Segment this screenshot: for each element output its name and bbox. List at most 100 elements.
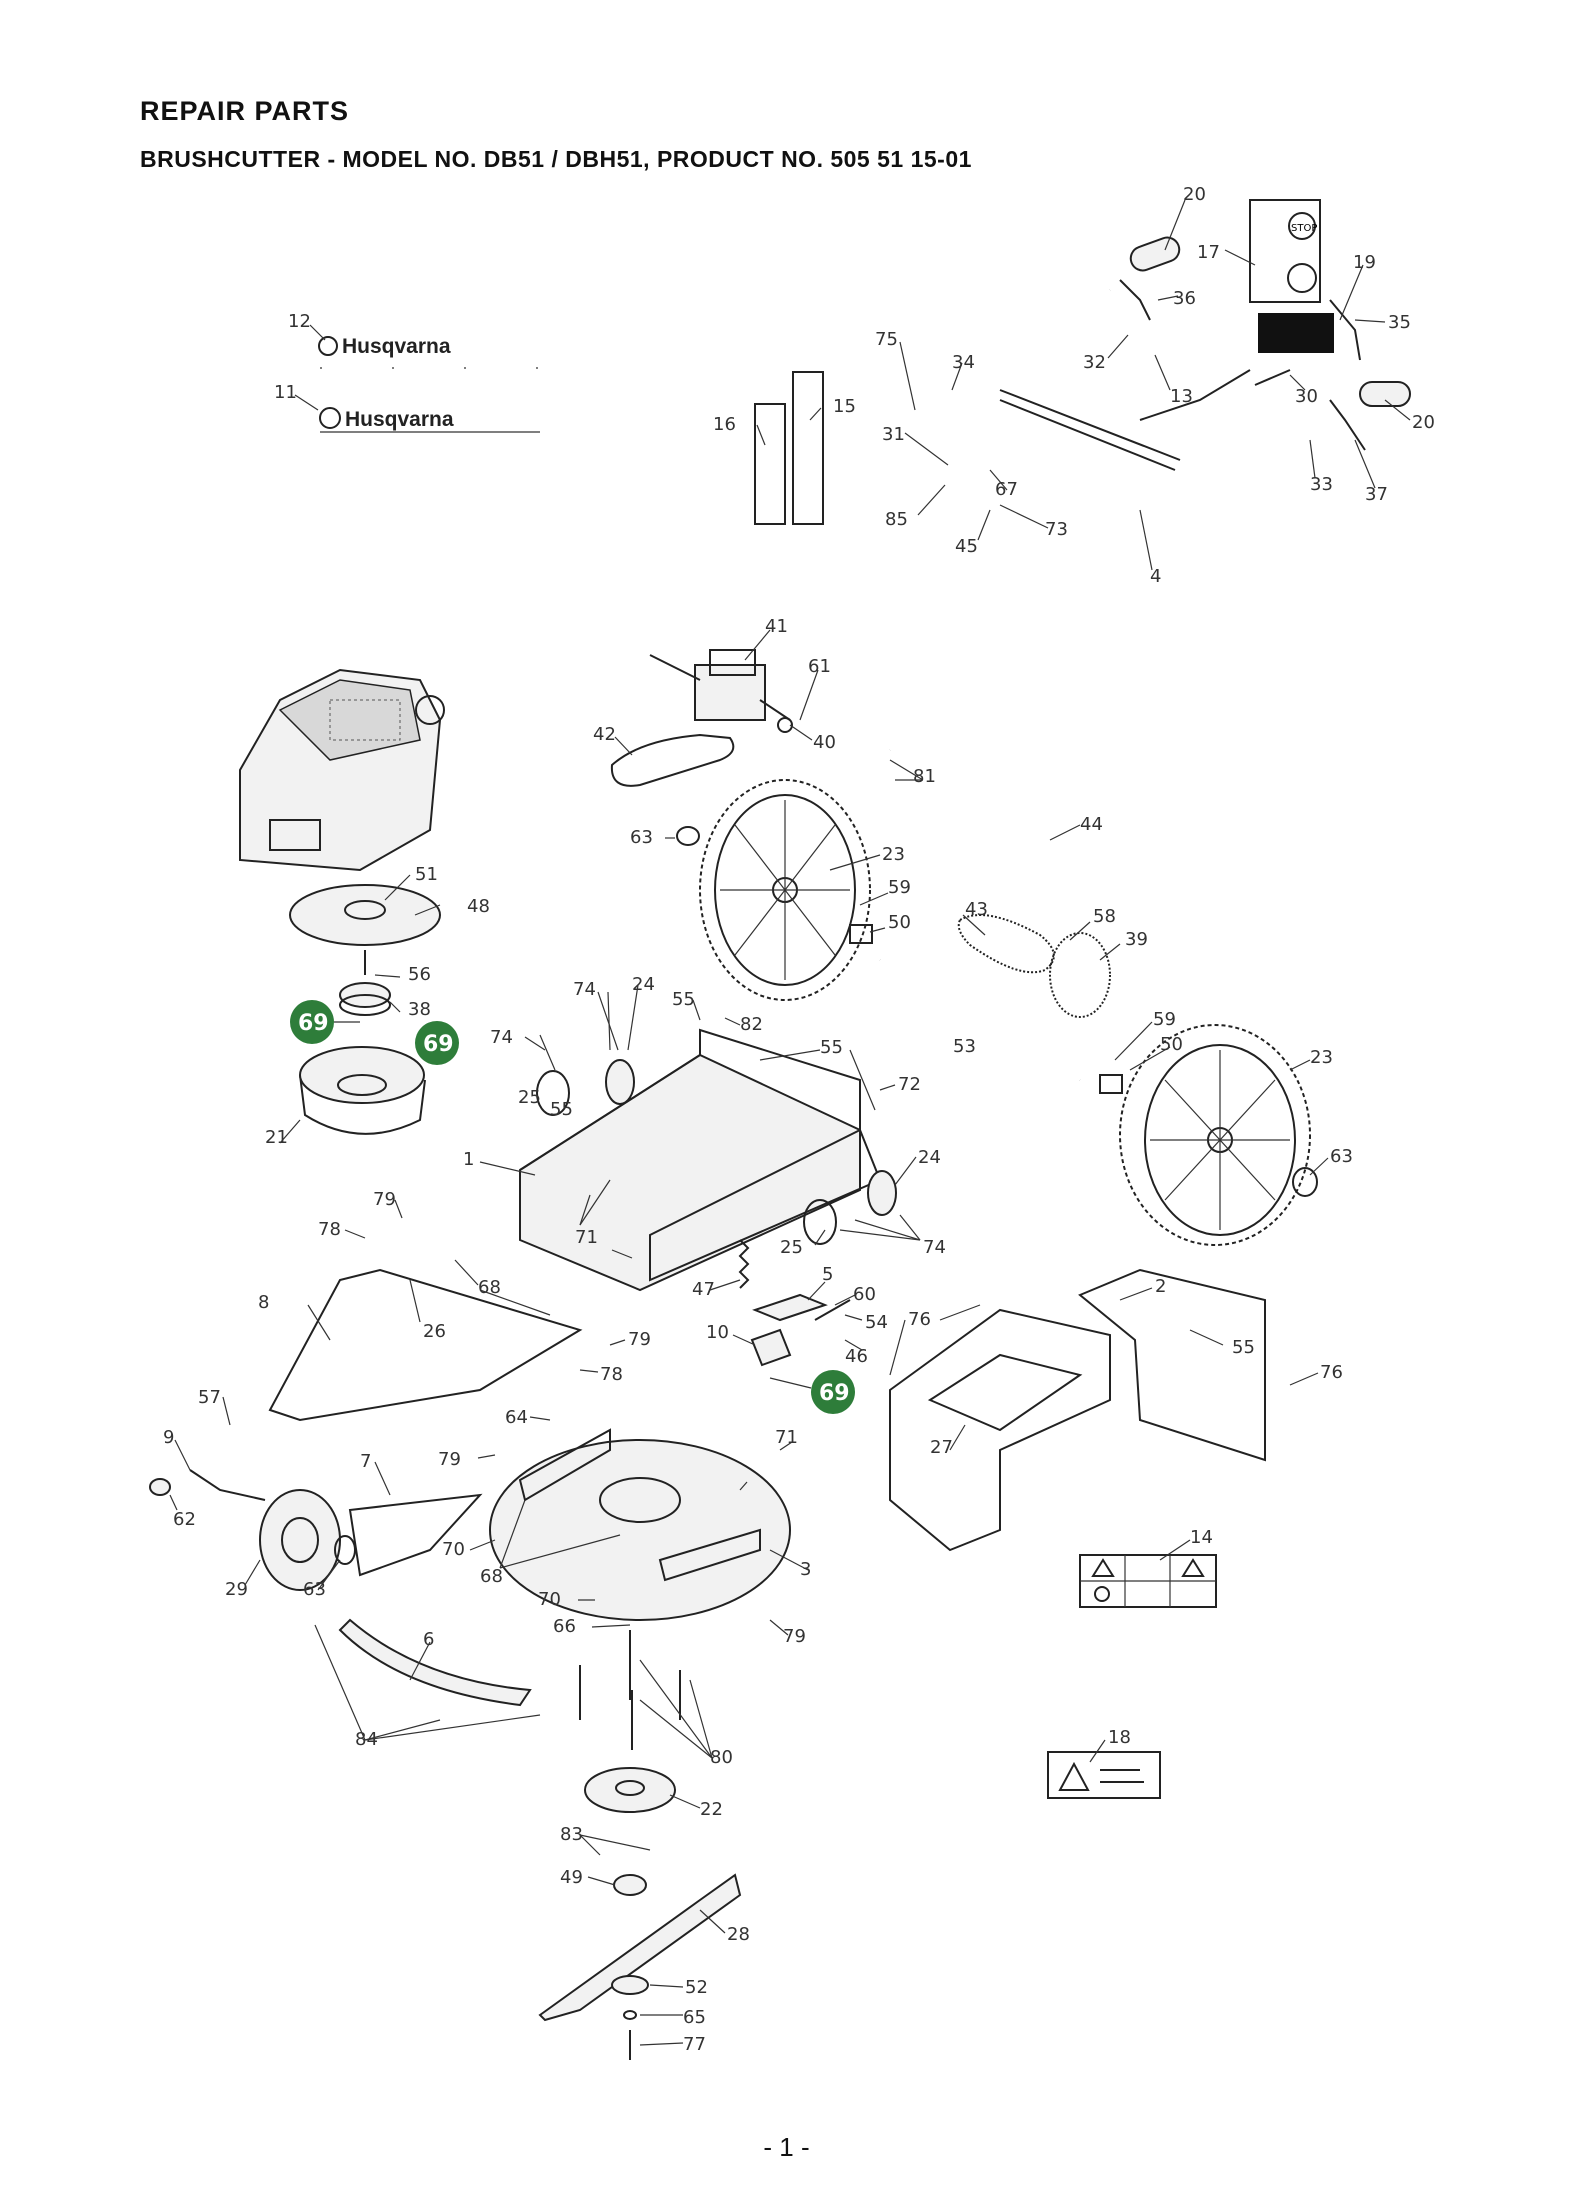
label-33: 33 <box>1310 474 1333 495</box>
label-50: 50 <box>1160 1034 1183 1055</box>
label-12: 12 <box>288 311 311 332</box>
label-79-mid: 79 <box>628 1329 651 1350</box>
engine <box>239 668 445 872</box>
label-20: 20 <box>1183 184 1206 205</box>
label-42: 42 <box>593 724 616 745</box>
label-23-right: 23 <box>1310 1047 1333 1068</box>
page-title: REPAIR PARTS <box>140 96 350 126</box>
label-61: 61 <box>808 656 831 677</box>
label-55-top: 55 <box>672 989 695 1010</box>
label-55-mid: 55 <box>820 1037 843 1058</box>
page-number: - 1 - <box>763 2132 810 2162</box>
label-51: 51 <box>415 864 438 885</box>
highlight-badge-69-left[interactable]: 69 <box>290 1000 360 1044</box>
rear-wheel-23-left <box>699 779 871 1001</box>
safety-decal-14 <box>1079 1554 1217 1608</box>
label-24-right: 24 <box>918 1147 941 1168</box>
label-68-top: 68 <box>478 1277 501 1298</box>
label-3: 3 <box>800 1559 811 1580</box>
label-44: 44 <box>1080 814 1103 835</box>
label-50-top: 50 <box>888 912 911 933</box>
label-26: 26 <box>423 1321 446 1342</box>
label-16: 16 <box>713 414 736 435</box>
label-71-frame: 71 <box>575 1227 598 1248</box>
highlight-badge-text: 69 <box>298 1011 329 1036</box>
label-79-left: 79 <box>438 1449 461 1470</box>
highlight-badge-text: 69 <box>819 1381 850 1406</box>
label-74-right: 74 <box>923 1237 946 1258</box>
label-37: 37 <box>1365 484 1388 505</box>
highlight-badge-69-bracket[interactable]: 69 <box>769 1370 855 1414</box>
front-wheel-29 <box>259 1489 341 1591</box>
label-35: 35 <box>1388 312 1411 333</box>
label-74-top: 74 <box>573 979 596 1000</box>
label-14: 14 <box>1190 1527 1213 1548</box>
cover-27 <box>889 1308 1111 1552</box>
decal-17 <box>1249 199 1321 303</box>
label-1: 1 <box>463 1149 474 1170</box>
highlight-badge-circle <box>811 1370 855 1414</box>
label-63-wheel: 63 <box>303 1579 326 1600</box>
decal-16 <box>754 403 786 525</box>
label-49: 49 <box>560 1867 583 1888</box>
label-78-mid: 78 <box>600 1364 623 1385</box>
label-18: 18 <box>1108 1727 1131 1748</box>
label-32: 32 <box>1083 352 1106 373</box>
label-77: 77 <box>683 2034 706 2055</box>
safety-decal-18 <box>1047 1751 1161 1799</box>
brand-decal-11: Husqvarna <box>319 407 540 433</box>
stop-sign-icon <box>1288 212 1316 240</box>
label-17: 17 <box>1197 242 1220 263</box>
label-81: 81 <box>913 766 936 787</box>
label-55-right: 55 <box>1232 1337 1255 1358</box>
label-55-left: 55 <box>550 1099 573 1120</box>
label-2: 2 <box>1155 1276 1166 1297</box>
label-67: 67 <box>995 479 1018 500</box>
bolts-80 <box>579 1630 681 1750</box>
label-58: 58 <box>1093 906 1116 927</box>
label-6: 6 <box>423 1629 434 1650</box>
gearbox-41 <box>649 649 793 733</box>
label-22: 22 <box>700 1799 723 1820</box>
skirt-6 <box>338 1618 532 1707</box>
engine-plate-48 <box>289 884 441 946</box>
sprocket-39 <box>1049 932 1111 1018</box>
label-62: 62 <box>173 1509 196 1530</box>
label-80: 80 <box>710 1747 733 1768</box>
label-65: 65 <box>683 2007 706 2028</box>
label-70-deck: 70 <box>538 1589 561 1610</box>
stop-text: STOP <box>1291 223 1317 234</box>
label-83: 83 <box>560 1824 583 1845</box>
label-60: 60 <box>853 1284 876 1305</box>
page-subtitle: BRUSHCUTTER - MODEL NO. DB51 / DBH51, PR… <box>140 146 972 172</box>
label-8: 8 <box>258 1292 269 1313</box>
label-73: 73 <box>1045 519 1068 540</box>
pulley-51 <box>344 900 386 920</box>
label-25-right: 25 <box>780 1237 803 1258</box>
decal-15 <box>792 371 824 525</box>
label-63-right: 63 <box>1330 1146 1353 1167</box>
label-48: 48 <box>467 896 490 917</box>
frame-1 <box>519 1028 882 1292</box>
brand-text-11: Husqvarna <box>345 408 454 431</box>
label-79-right: 79 <box>783 1626 806 1647</box>
label-19: 19 <box>1353 252 1376 273</box>
label-75: 75 <box>875 329 898 350</box>
label-64: 64 <box>505 1407 528 1428</box>
label-34: 34 <box>952 352 975 373</box>
label-79-top: 79 <box>373 1189 396 1210</box>
highlight-badge-text: 69 <box>423 1032 454 1057</box>
label-53: 53 <box>953 1036 976 1057</box>
label-11: 11 <box>274 382 297 403</box>
label-40: 40 <box>813 732 836 753</box>
label-20-right: 20 <box>1412 412 1435 433</box>
label-59: 59 <box>1153 1009 1176 1030</box>
label-23-left: 23 <box>882 844 905 865</box>
highlight-badge-69-right[interactable]: 69 <box>415 1021 459 1065</box>
label-43: 43 <box>965 899 988 920</box>
label-29: 29 <box>225 1579 248 1600</box>
label-21: 21 <box>265 1127 288 1148</box>
label-24-top: 24 <box>632 974 655 995</box>
hub-22 <box>584 1767 676 1813</box>
